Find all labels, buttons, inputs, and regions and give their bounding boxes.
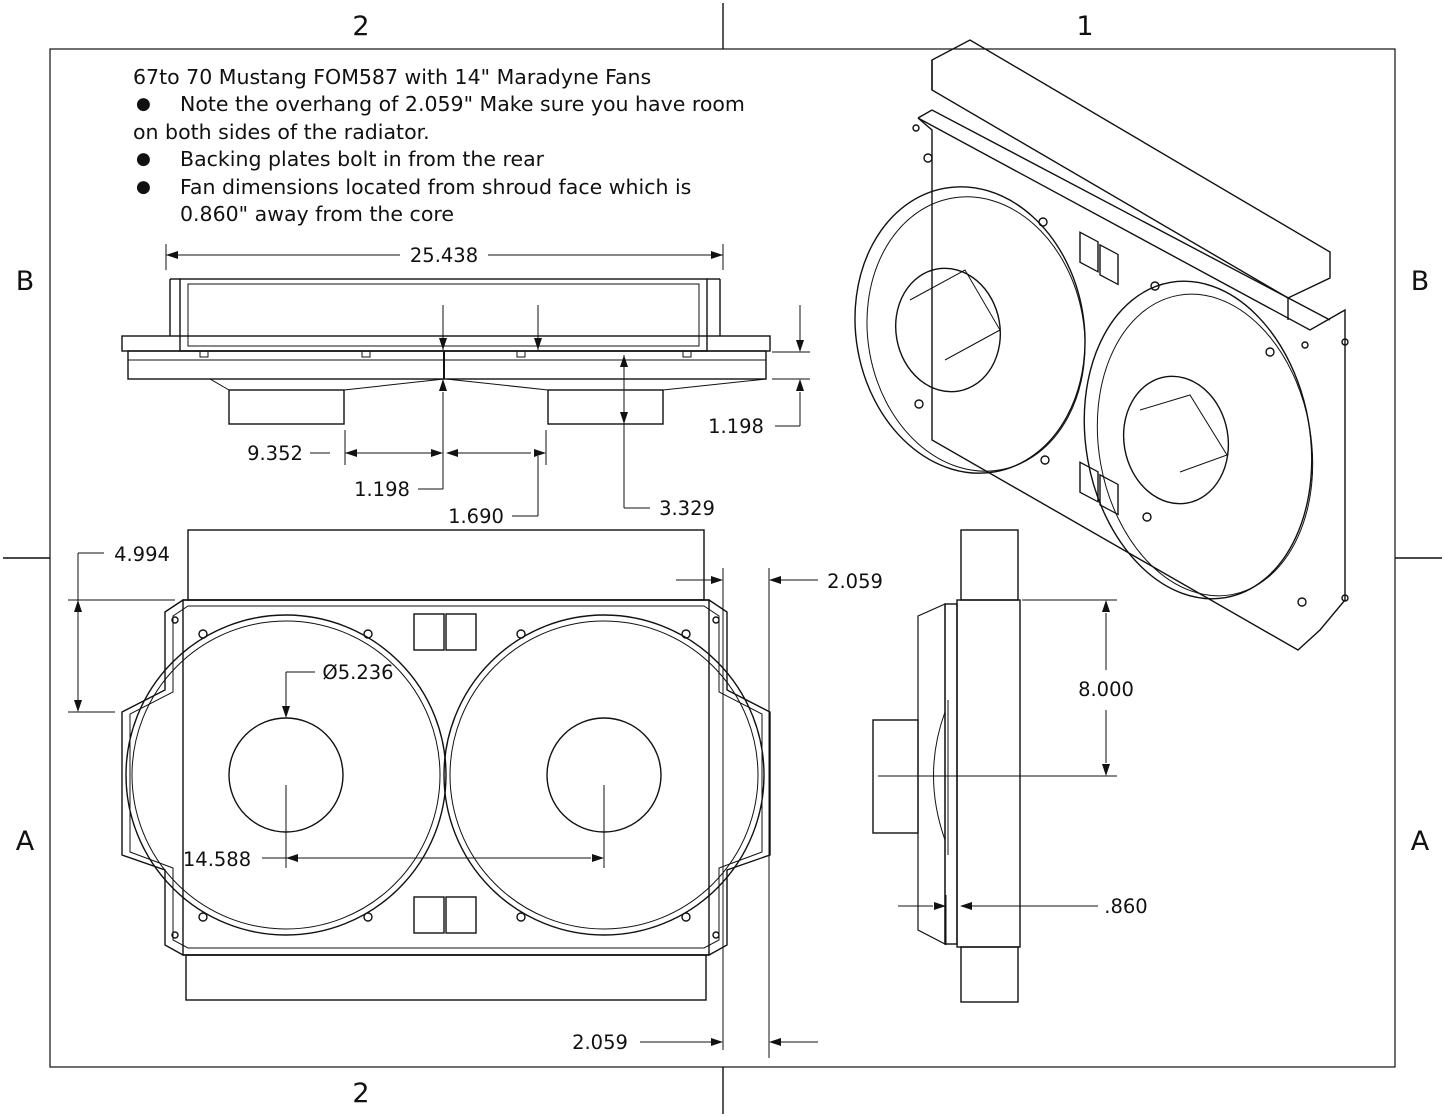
dim-center-gap: 1.198: [354, 478, 410, 501]
zone-label-top-2: 2: [352, 11, 369, 42]
dim-shroud-gap: .860: [1104, 895, 1147, 918]
top-view: [121, 278, 771, 425]
note-fan-dimensions-text: Fan dimensions located from shroud face …: [180, 174, 692, 199]
bullet-dot: ●: [136, 149, 151, 170]
note-fan-dimensions: ● Fan dimensions located from shroud fac…: [133, 174, 773, 201]
zone-labels: 2 1 2 B A B A: [16, 11, 1430, 1109]
dim-overall-width: 25.438: [410, 244, 478, 267]
bullet-dot: ●: [136, 94, 151, 115]
dim-overhang-top: 2.059: [827, 570, 883, 593]
zone-label-left-b: B: [16, 266, 35, 297]
note-overhang-text: Note the overhang of 2.059" Make sure yo…: [180, 92, 745, 117]
dim-fan-spacing-small: 1.690: [448, 505, 504, 528]
note-overhang: ● Note the overhang of 2.059" Make sure …: [133, 91, 773, 118]
isometric-view: [854, 39, 1349, 651]
note-fan-dimensions-continued: 0.860" away from the core: [133, 201, 773, 228]
dim-fan-center-distance: 14.588: [183, 848, 251, 871]
side-view: [872, 529, 1021, 1003]
arrowheads: [74, 251, 1110, 1046]
note-backing-plates-text: Backing plates bolt in from the rear: [180, 147, 545, 172]
note-fan-dimensions-text-2: 0.860" away from the core: [180, 202, 454, 227]
dim-top-to-bracket: 4.994: [114, 543, 170, 566]
bullet-dot: ●: [136, 176, 151, 197]
dim-side-height: 8.000: [1078, 678, 1134, 701]
zone-label-left-a: A: [16, 826, 35, 857]
dim-overhang-bottom: 2.059: [572, 1031, 628, 1054]
dim-depth-right: 1.198: [708, 415, 764, 438]
note-overhang-continued: on both sides of the radiator.: [133, 119, 430, 144]
dim-motor-diameter: Ø5.236: [322, 661, 393, 684]
zone-label-right-b: B: [1411, 266, 1430, 297]
dimension-lines: [68, 244, 1117, 1058]
dim-fan-depth: 3.329: [659, 497, 715, 520]
dim-fan-offset: 9.352: [247, 442, 303, 465]
drawing-notes: 67to 70 Mustang FOM587 with 14" Maradyne…: [133, 64, 773, 228]
dimension-labels: 25.438 9.352 1.198 1.690 3.329 1.198 4.9…: [114, 244, 1148, 1054]
notes-title: 67to 70 Mustang FOM587 with 14" Maradyne…: [133, 65, 652, 89]
note-backing-plates: ● Backing plates bolt in from the rear: [133, 146, 773, 173]
zone-label-bottom-2: 2: [352, 1078, 369, 1109]
zone-label-top-1: 1: [1076, 11, 1093, 42]
zone-label-right-a: A: [1411, 826, 1430, 857]
front-view: [121, 529, 771, 1001]
